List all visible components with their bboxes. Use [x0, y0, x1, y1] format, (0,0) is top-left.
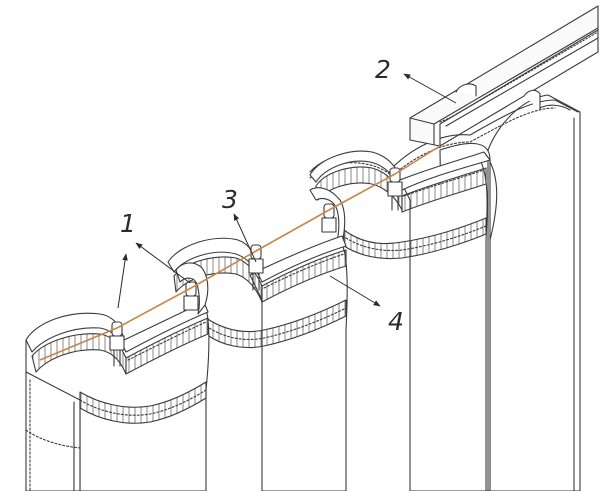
callout-arrow-4 — [329, 275, 381, 307]
glider-5 — [387, 167, 403, 211]
callout-label-2: 2 — [375, 55, 391, 84]
callout-label-3: 3 — [222, 185, 238, 214]
glider-1 — [109, 321, 125, 367]
callout-arrow-1b — [135, 242, 191, 284]
callout-label-4: 4 — [388, 307, 404, 336]
callout-arrow-3 — [233, 213, 257, 263]
callout-arrow-2 — [403, 73, 457, 104]
callout-arrow-1a — [117, 253, 128, 309]
spacing-cord — [39, 145, 441, 361]
rear-fabric-panel — [487, 94, 581, 491]
wave-segment-1 — [25, 262, 210, 491]
glider-2 — [183, 281, 199, 311]
callout-label-1: 1 — [120, 209, 136, 238]
glider-4 — [321, 203, 337, 233]
curtain-track — [409, 5, 599, 147]
wave-segment-3 — [309, 150, 491, 491]
